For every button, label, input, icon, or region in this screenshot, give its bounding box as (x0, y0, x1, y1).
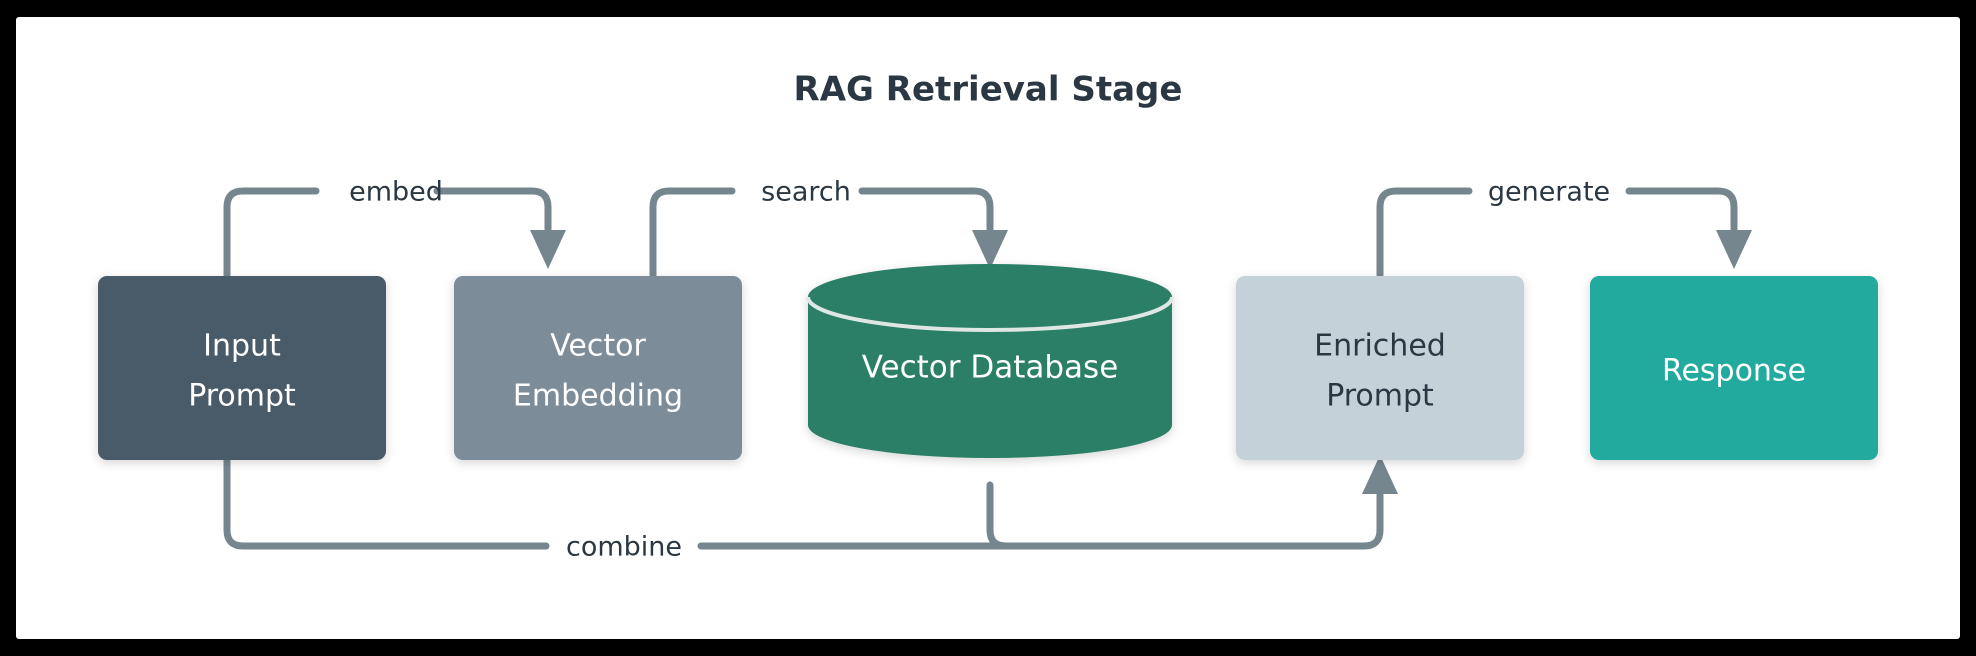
node-enriched-prompt-box[interactable] (1236, 276, 1524, 460)
edge-embed-label: embed (349, 177, 443, 208)
node-vector-database-label: Vector Database (862, 350, 1119, 386)
node-enriched-prompt-label-line2: Prompt (1326, 379, 1434, 414)
edge-search-path-left (649, 187, 736, 279)
rag-retrieval-diagram: RAG Retrieval Stage embed search generat… (98, 70, 1878, 563)
node-enriched-prompt[interactable]: Enriched Prompt (1236, 276, 1524, 460)
edge-combine-path-right (697, 491, 1384, 550)
node-response-box[interactable] (1590, 276, 1878, 460)
edge-combine-arrowhead (1362, 455, 1398, 494)
edge-search-arrowhead (972, 230, 1008, 269)
edge-generate: generate (1376, 177, 1752, 279)
node-input-prompt-label-line1: Input (203, 329, 281, 364)
node-input-prompt-box[interactable] (98, 276, 386, 460)
node-vector-embedding-label-line2: Embedding (513, 379, 683, 414)
edge-search-label: search (761, 177, 851, 208)
node-input-prompt[interactable]: Input Prompt (98, 276, 386, 460)
node-vector-embedding[interactable]: Vector Embedding (454, 276, 742, 460)
diagram-frame: RAG Retrieval Stage embed search generat… (16, 17, 1960, 639)
edge-generate-arrowhead (1716, 230, 1752, 269)
edge-embed-arrowhead (530, 230, 566, 269)
node-vector-database-top[interactable] (808, 264, 1172, 330)
node-enriched-prompt-label-line1: Enriched (1314, 329, 1446, 364)
node-response-label: Response (1662, 354, 1806, 389)
edge-generate-label: generate (1488, 177, 1610, 208)
edge-embed-path-left (223, 187, 320, 279)
edge-search-path-right (858, 187, 994, 233)
edge-combine: combine (223, 455, 1398, 563)
node-vector-database-top-rim (806, 296, 1174, 332)
edge-combine-path-left (223, 456, 550, 550)
node-vector-database[interactable]: Vector Database (806, 264, 1174, 458)
edge-combine-label: combine (566, 532, 682, 563)
diagram-title: RAG Retrieval Stage (794, 70, 1183, 110)
edge-search: search (649, 177, 1008, 279)
edge-embed: embed (223, 177, 566, 279)
node-vector-embedding-box[interactable] (454, 276, 742, 460)
edge-combine-branch-database (986, 481, 1020, 550)
node-response[interactable]: Response (1590, 276, 1878, 460)
edge-embed-path-right (433, 187, 552, 233)
edge-generate-path-left (1376, 187, 1473, 279)
node-vector-database-body[interactable] (808, 297, 1172, 458)
node-input-prompt-label-line2: Prompt (188, 379, 296, 414)
edge-generate-path-right (1625, 187, 1738, 233)
node-vector-embedding-label-line1: Vector (550, 329, 646, 364)
